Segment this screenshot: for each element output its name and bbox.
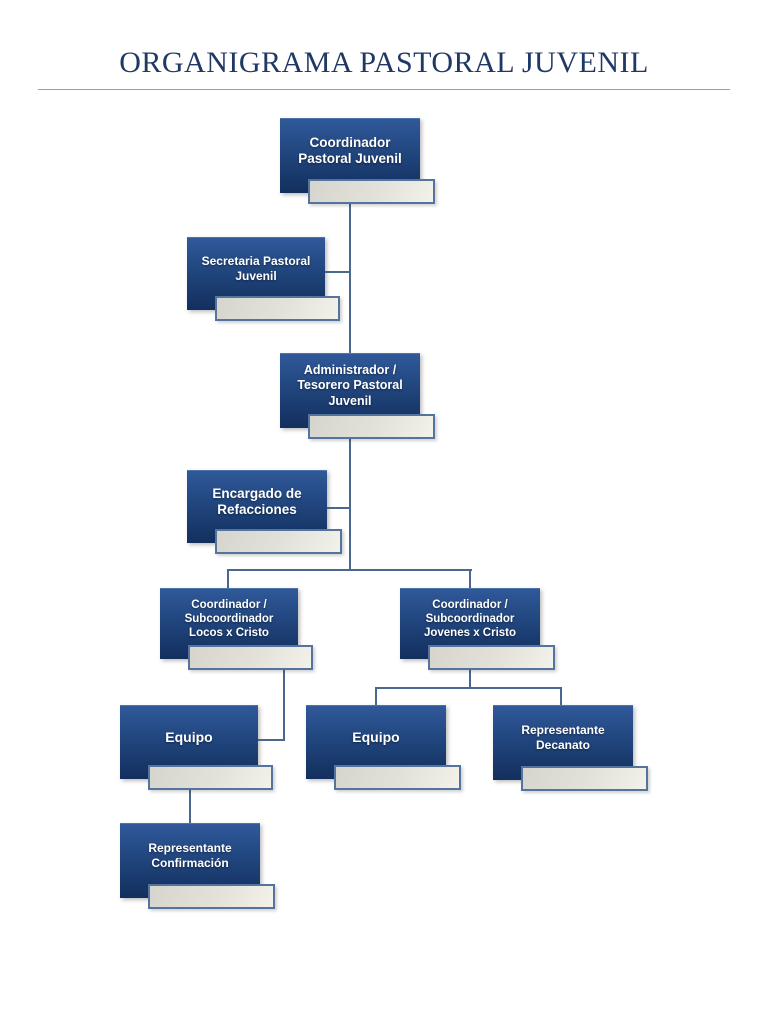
org-node-coordinador-pastoral-juvenil: Coordinador Pastoral Juvenil <box>280 118 435 204</box>
org-node-representante-confirmacion: Representante Confirmación <box>120 823 275 909</box>
page-title: ORGANIGRAMA PASTORAL JUVENIL <box>119 46 649 79</box>
org-node-label: Administrador / Tesorero Pastoral Juveni… <box>297 363 403 408</box>
org-node-equipo-jovenes: Equipo <box>306 705 461 790</box>
placeholder-tray <box>148 765 273 790</box>
org-node-coordinador-jovenes-x-cristo: Coordinador / Subcoordinador Jovenes x C… <box>400 588 555 670</box>
placeholder-tray <box>215 529 342 554</box>
placeholder-tray <box>428 645 555 670</box>
org-node-coordinador-locos-x-cristo: Coordinador / Subcoordinador Locos x Cri… <box>160 588 313 670</box>
title-rule <box>38 89 730 90</box>
placeholder-tray <box>188 645 313 670</box>
org-node-label: Encargado de Refacciones <box>212 485 302 517</box>
placeholder-tray <box>308 179 435 204</box>
org-node-label: Coordinador Pastoral Juvenil <box>298 134 402 166</box>
connector-split-right <box>469 569 471 589</box>
org-node-secretaria-pastoral-juvenil: Secretaria Pastoral Juvenil <box>187 237 340 321</box>
placeholder-tray <box>215 296 340 321</box>
connector-locos-down <box>283 668 285 741</box>
org-node-label: Representante Confirmación <box>148 841 232 870</box>
placeholder-tray <box>308 414 435 439</box>
org-node-representante-decanato: Representante Decanato <box>493 705 648 791</box>
org-node-label: Coordinador / Subcoordinador Jovenes x C… <box>423 598 517 639</box>
org-node-label: Equipo <box>165 728 213 745</box>
connector-jovenes-left <box>375 687 377 706</box>
connector-locos-elbow <box>256 739 285 741</box>
org-node-label: Secretaria Pastoral Juvenil <box>201 254 311 283</box>
connector-jovenes-horizontal <box>375 687 562 689</box>
connector-encargado <box>325 507 350 509</box>
connector-secretaria <box>325 271 350 273</box>
connector-split-left <box>227 569 229 589</box>
org-node-equipo-locos: Equipo <box>120 705 273 790</box>
placeholder-tray <box>521 766 648 791</box>
org-node-label: Equipo <box>352 728 400 745</box>
connector-confirmacion <box>189 787 191 824</box>
connector-split-horizontal <box>227 569 472 571</box>
connector-jovenes-down <box>469 668 471 689</box>
placeholder-tray <box>334 765 461 790</box>
org-node-encargado-refacciones: Encargado de Refacciones <box>187 470 342 554</box>
placeholder-tray <box>148 884 275 909</box>
org-node-label: Representante Decanato <box>521 723 605 752</box>
org-node-administrador-tesorero: Administrador / Tesorero Pastoral Juveni… <box>280 353 435 439</box>
org-node-label: Coordinador / Subcoordinador Locos x Cri… <box>184 598 274 639</box>
connector-jovenes-right <box>560 687 562 706</box>
